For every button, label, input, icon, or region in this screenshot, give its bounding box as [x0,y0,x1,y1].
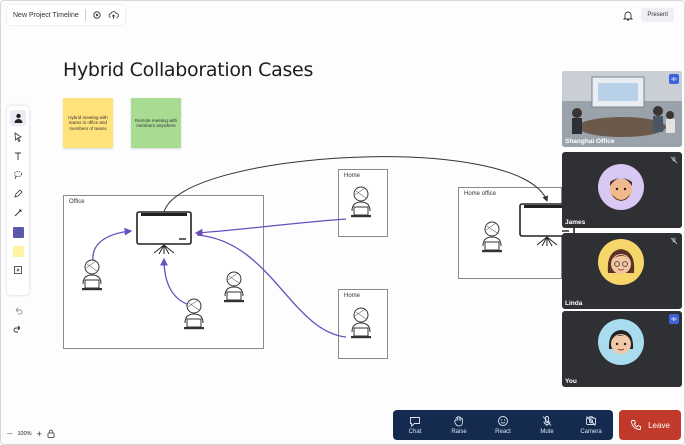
zoom-level: 100% [17,431,32,437]
frame-tool[interactable] [9,261,27,279]
person-icon [81,259,103,291]
sticky-note-green[interactable]: Remote meeting with members anywhere [131,98,181,148]
redo-icon[interactable] [13,321,25,333]
camera-off-icon [586,416,596,426]
person-icon [350,307,372,339]
select-tool[interactable] [9,128,27,146]
mic-off-icon [669,236,679,246]
avatar [598,164,644,210]
lasso-tool[interactable] [9,166,27,184]
participant-tile-you[interactable]: You [562,311,682,387]
mic-off-icon [542,416,552,426]
text-tool[interactable] [9,147,27,165]
chat-icon [410,416,420,427]
mute-label: Mute [540,429,554,435]
zoom-in-icon[interactable]: + [36,429,42,439]
sticky-note-tool[interactable] [9,242,27,260]
connector-arrow-purple [196,234,347,338]
react-label: React [495,429,511,435]
speaking-icon [669,74,679,84]
pen-tool[interactable] [9,185,27,203]
top-right-actions: Present [623,5,674,25]
zoom-out-icon[interactable]: — [7,431,13,437]
home-office-label: Home office [464,191,496,197]
speaking-icon [669,314,679,324]
participant-name: Shanghai Office [565,138,615,145]
leave-label: Leave [648,420,670,430]
leave-button[interactable]: Leave [619,410,681,440]
home-label-top: Home [344,173,361,179]
home-label-bottom: Home [344,293,361,299]
participant-tile-shanghai[interactable]: Shanghai Office [562,71,682,147]
participant-tile-james[interactable]: James [562,152,682,228]
present-button[interactable]: Present [641,8,674,22]
connector-arrow-purple [92,227,133,262]
shape-tool[interactable] [9,223,27,241]
zoom-controls: — 100% + [7,428,55,440]
line-tool[interactable] [9,204,27,222]
page-title: Hybrid Collaboration Cases [63,59,314,81]
call-controls-bar: Chat Raise React Mute Camera [393,410,613,440]
person-icon [481,221,503,253]
sticky-note-yellow[interactable]: Hybrid meeting with teams in office and … [63,98,113,148]
phone-hangup-icon [631,420,642,430]
connector-arrow-purple [160,257,194,307]
camera-button[interactable]: Camera [571,410,611,440]
hand-icon [454,416,463,427]
tool-avatar[interactable] [9,109,27,127]
video-feed-image [562,71,682,147]
person-icon [350,186,372,218]
avatar [598,319,644,365]
person-icon [183,298,205,330]
participant-name: Linda [565,300,583,307]
divider [84,9,86,21]
drawing-toolbar [7,106,29,295]
raise-label: Raise [451,429,467,435]
raise-hand-button[interactable]: Raise [439,410,479,440]
mute-button[interactable]: Mute [527,410,567,440]
participant-tile-linda[interactable]: Linda [562,233,682,309]
presentation-screen [136,211,192,255]
mic-off-icon [669,155,679,165]
cloud-upload-icon[interactable] [108,10,119,20]
participant-name: You [565,378,577,385]
chat-label: Chat [408,428,422,435]
camera-label: Camera [580,429,602,435]
bell-icon[interactable] [623,10,634,21]
chat-button[interactable]: Chat [395,410,435,440]
react-button[interactable]: React [483,410,523,440]
undo-icon[interactable] [13,303,25,315]
avatar [598,239,644,285]
person-icon [223,271,245,303]
participant-name: James [565,219,586,226]
board-title[interactable]: New Project Timeline [13,11,79,19]
connector-arrow-black [163,156,549,213]
settings-icon[interactable] [92,10,102,20]
lock-icon[interactable] [47,429,55,440]
connector-arrow-purple [194,218,347,237]
smiley-icon [498,416,508,426]
office-label: Office [69,199,85,205]
top-bar: New Project Timeline [7,5,125,25]
